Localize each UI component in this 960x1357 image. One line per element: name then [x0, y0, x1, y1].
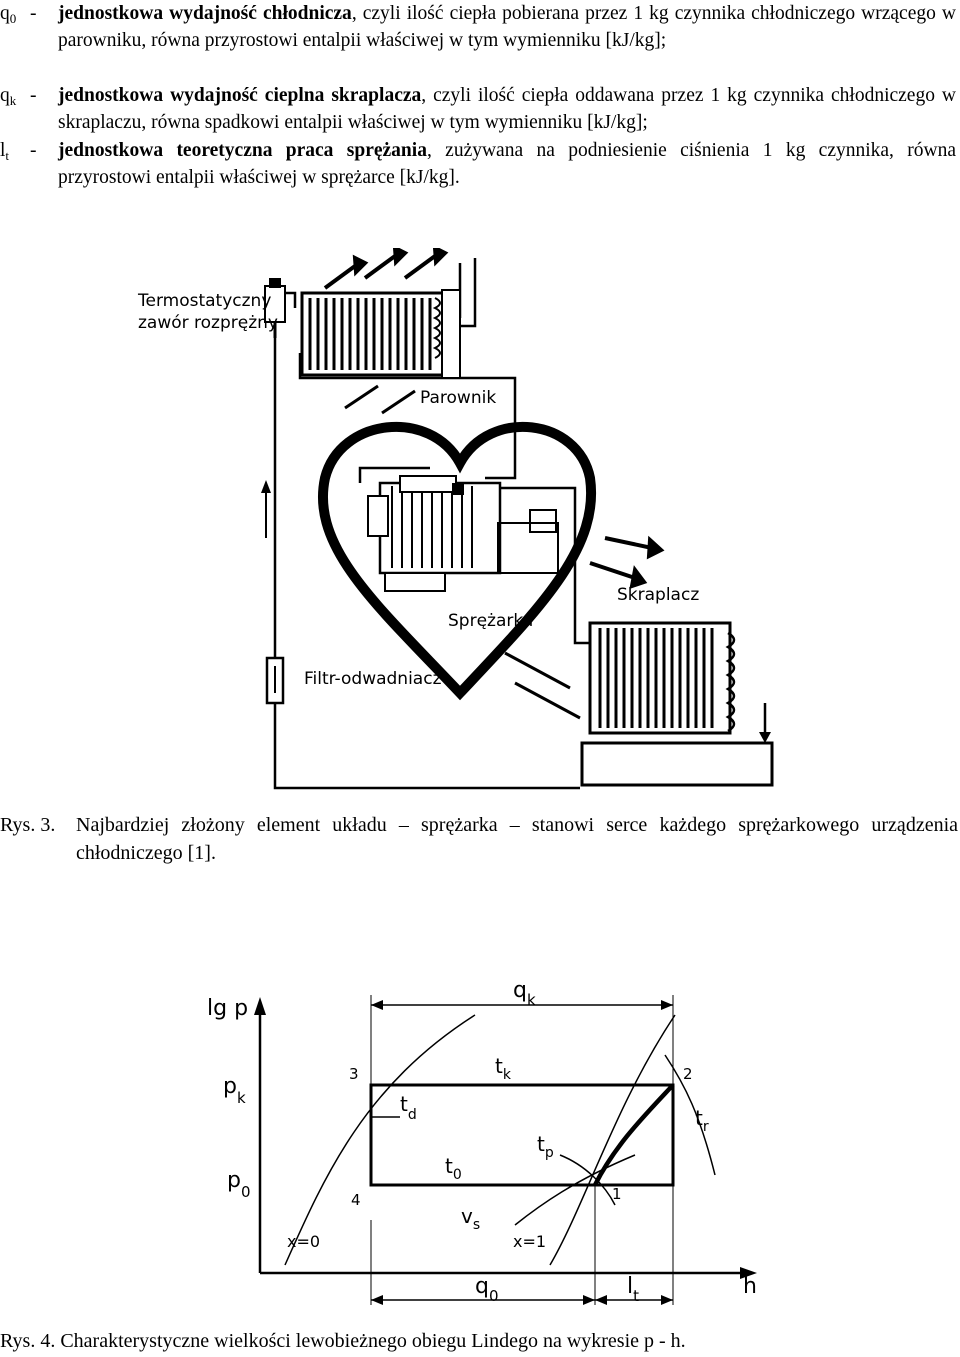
- dash: -: [30, 140, 37, 161]
- symbol: l: [0, 140, 6, 161]
- ph-diagram: lg p h qk q0 lt pk p0 tk td t0 tp tr vs …: [207, 978, 757, 1305]
- expansion-valve-icon: [264, 278, 286, 338]
- label-filter-drier: Filtr-odwadniacz: [304, 669, 442, 689]
- description: , czyli ilość ciepła pobierana przez 1 k…: [58, 3, 956, 51]
- label-condenser: Skraplacz: [617, 585, 699, 605]
- qk-arrow-right-icon: [661, 1000, 673, 1010]
- dash: -: [30, 85, 37, 106]
- label-qk: qk: [513, 978, 536, 1009]
- point-1-label: 1: [612, 1185, 622, 1203]
- label-p0: p0: [227, 1168, 251, 1201]
- label-compressor: Sprężarka: [448, 611, 533, 631]
- condenser-icon: [580, 621, 774, 787]
- label-valve-line1: Termostatyczny: [137, 291, 271, 311]
- saturated-vapor-curve: [549, 1014, 676, 1266]
- caption-text: Najbardziej złożony element układu – spr…: [76, 814, 958, 864]
- term: jednostkowa wydajność chłodnicza: [58, 3, 352, 24]
- axis-y-label: lg p: [207, 996, 248, 1021]
- evaporator-return-pipe: [298, 353, 460, 380]
- label-tr: tr: [695, 1106, 709, 1135]
- cycle-rectangle: [369, 1083, 675, 1187]
- label-q0: q0: [475, 1274, 499, 1305]
- compressor-icon: [367, 475, 559, 592]
- label-t0: t0: [445, 1154, 462, 1183]
- label-lt: lt: [627, 1274, 639, 1305]
- caption-text: Charakterystyczne wielkości lewobieżnego…: [60, 1330, 686, 1352]
- symbol-subscript: k: [9, 93, 17, 108]
- caption-number: Rys. 4.: [0, 1330, 56, 1352]
- evaporator-airflow-arrows-icon: [323, 248, 449, 415]
- point-4-label: 4: [351, 1191, 361, 1209]
- axis-x-label: h: [743, 1274, 757, 1299]
- refrigeration-system-figure: Termostatyczny zawór rozprężny Parownik …: [137, 248, 774, 790]
- label-vs: vs: [461, 1204, 480, 1233]
- y-axis-arrow-icon: [254, 997, 266, 1015]
- point-3-label: 3: [349, 1065, 359, 1083]
- caption-number: Rys. 3.: [0, 814, 56, 836]
- heart-outline: [318, 421, 597, 701]
- dash: -: [30, 3, 37, 24]
- lt-arrow-left-icon: [595, 1295, 607, 1305]
- x-axis-arrow-icon: [740, 1267, 757, 1279]
- flow-up-arrow-icon: [261, 480, 271, 538]
- label-tk: tk: [495, 1054, 512, 1083]
- label-x1: x=1: [513, 1232, 546, 1251]
- filter-drier-icon: [265, 656, 285, 705]
- term: jednostkowa teoretyczna praca sprężania: [58, 140, 427, 161]
- compressor-pipe: [358, 466, 430, 483]
- description: , zużywana na podniesienie ciśnienia 1 k…: [58, 140, 957, 188]
- term: jednostkowa wydajność cieplna skraplacza: [58, 85, 422, 106]
- label-td: td: [400, 1092, 417, 1123]
- symbol: q: [0, 3, 10, 24]
- description: , czyli ilość ciepła oddawana przez 1 kg…: [58, 85, 957, 133]
- condenser-airflow-arrows-icon: [504, 535, 665, 720]
- label-x0: x=0: [287, 1232, 320, 1251]
- point-2-label: 2: [683, 1065, 693, 1083]
- saturated-liquid-curve: [284, 1014, 476, 1266]
- isotherm-tr: [664, 1054, 716, 1176]
- symbol: q: [0, 85, 10, 106]
- liquid-line-pipe: [273, 293, 580, 790]
- figure4-caption: Rys. 4. Charakterystyczne wielkości lewo…: [0, 1327, 958, 1355]
- symbol-subscript: 0: [9, 11, 17, 26]
- isotherm-tp: [559, 1154, 616, 1206]
- label-tp: tp: [537, 1132, 554, 1161]
- label-evaporator: Parownik: [420, 388, 496, 408]
- label-pk: pk: [223, 1074, 246, 1107]
- label-valve-line2: zawór rozprężny: [138, 313, 278, 333]
- q0-arrow-left-icon: [371, 1295, 383, 1305]
- isochore-vs: [514, 1154, 636, 1226]
- qk-arrow-left-icon: [371, 1000, 383, 1010]
- evaporator-icon: [300, 289, 461, 379]
- q0-arrow-right-icon: [583, 1295, 595, 1305]
- lt-arrow-right-icon: [661, 1295, 673, 1305]
- symbol-subscript: t: [5, 148, 10, 163]
- discharge-pipe: [485, 486, 590, 645]
- compression-line: [592, 1083, 675, 1187]
